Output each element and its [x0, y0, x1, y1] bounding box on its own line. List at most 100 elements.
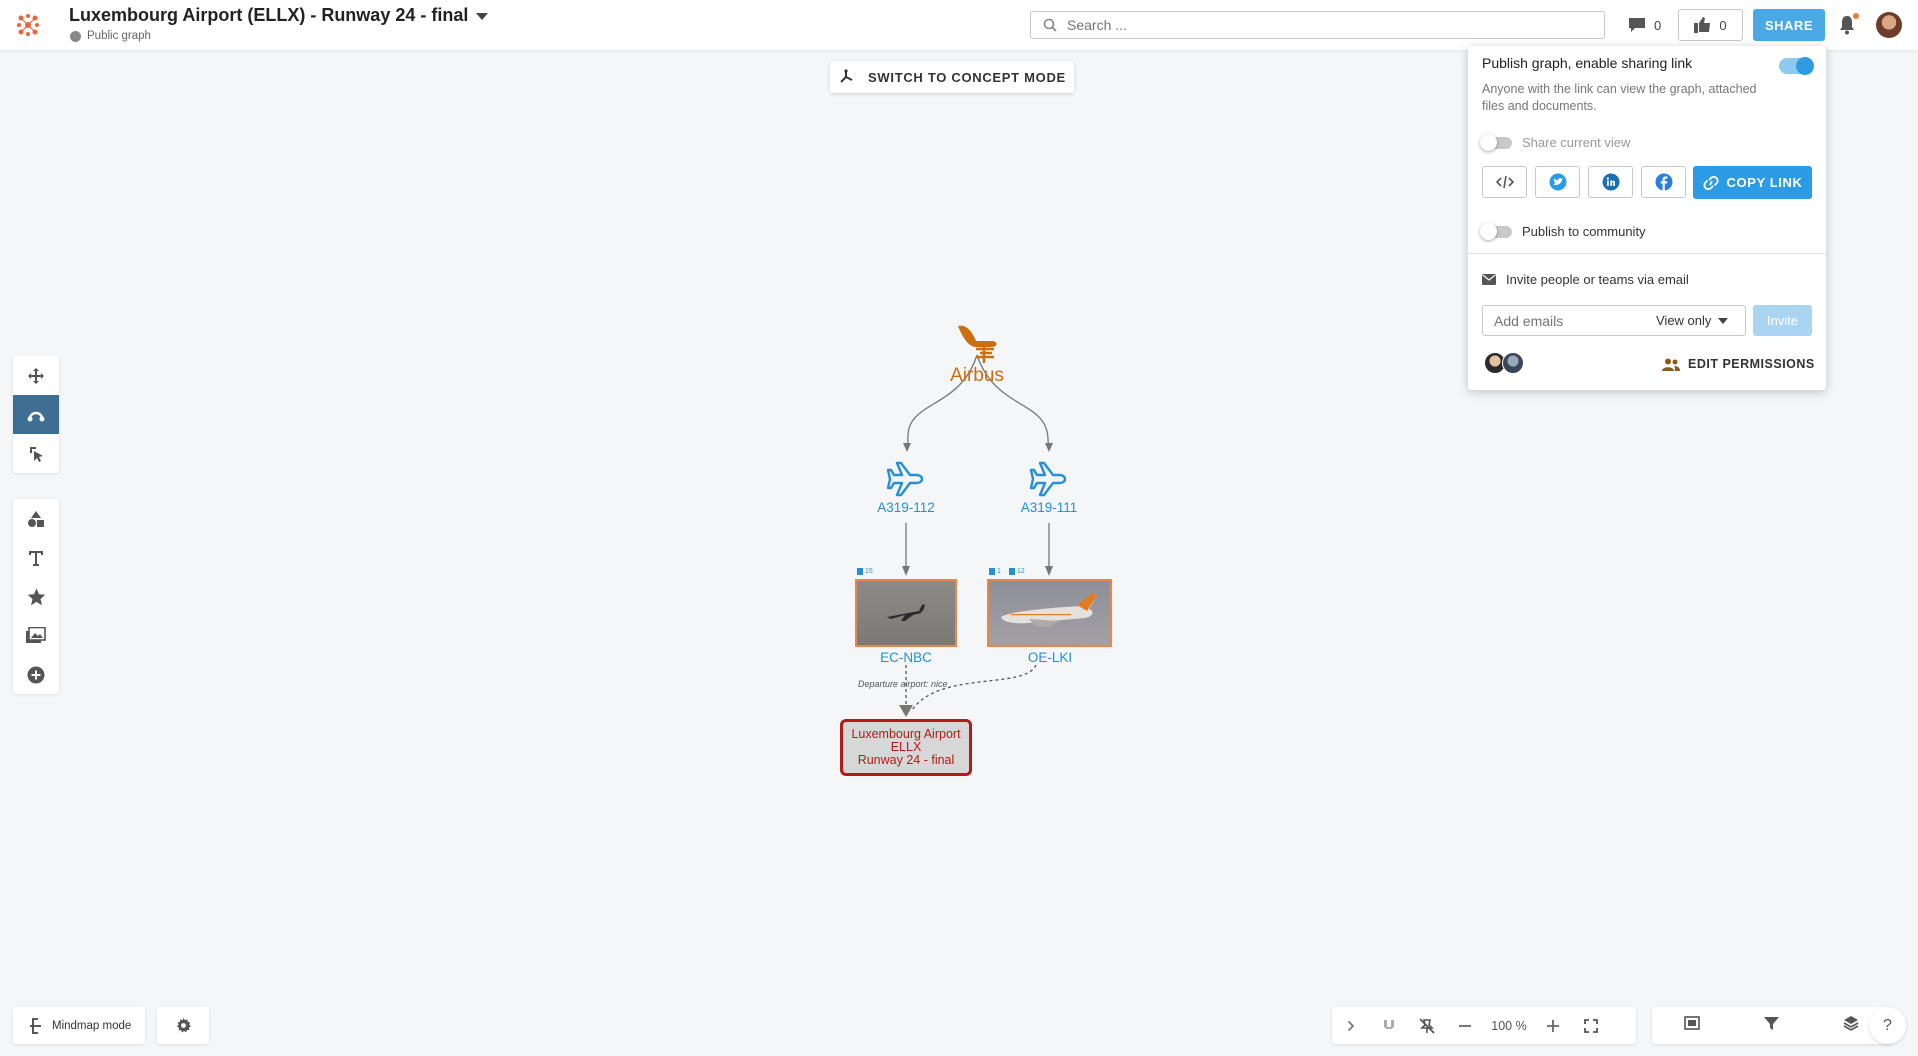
top-bar: Luxembourg Airport (ELLX) - Runway 24 - … [0, 0, 1918, 50]
embed-button[interactable] [1482, 166, 1527, 198]
invite-heading-label: Invite people or teams via email [1506, 272, 1689, 287]
zoom-toolbar: 100 % [1332, 1007, 1636, 1044]
linkedin-button[interactable] [1588, 166, 1633, 198]
thumbs-up-icon [1694, 17, 1711, 33]
edge-airbus-a319-112[interactable] [906, 354, 978, 451]
notification-dot [1853, 13, 1859, 19]
layers-button[interactable] [1843, 1015, 1859, 1036]
email-field[interactable]: View only [1482, 305, 1746, 336]
switch-concept-mode-button[interactable]: SWITCH TO CONCEPT MODE [830, 61, 1074, 93]
mindmap-mode-label: Mindmap mode [52, 1019, 132, 1032]
bell-icon[interactable] [1838, 15, 1856, 35]
graph-title-block: Luxembourg Airport (ELLX) - Runway 24 - … [69, 5, 489, 42]
image-tool[interactable] [13, 616, 59, 655]
node-airbus-label[interactable]: Airbus [950, 365, 1004, 386]
node-ec-nbc-photo[interactable] [855, 579, 957, 647]
invite-button[interactable]: Invite [1753, 305, 1812, 336]
filter-button[interactable] [1764, 1016, 1779, 1036]
people-icon [1662, 358, 1680, 371]
gear-icon [176, 1018, 191, 1033]
email-input[interactable] [1483, 312, 1653, 329]
collapse-toolbar-button[interactable] [1332, 1007, 1370, 1044]
node-oe-lki-label[interactable]: OE-LKI [1027, 650, 1073, 665]
minimap-button[interactable] [1684, 1016, 1700, 1035]
file-icon [1009, 568, 1015, 575]
plane-icon[interactable] [886, 461, 926, 497]
search-input[interactable] [1067, 17, 1567, 33]
insert-toolbar [13, 499, 59, 694]
help-button[interactable]: ? [1869, 1007, 1906, 1044]
magnet-button[interactable] [1370, 1007, 1408, 1044]
connect-tool[interactable] [13, 395, 59, 434]
select-tool[interactable] [13, 434, 59, 473]
globe-icon [70, 30, 81, 42]
chevron-right-icon [1347, 1020, 1355, 1031]
arrowhead [1045, 443, 1053, 452]
shapes-tool[interactable] [13, 499, 59, 538]
app-logo-icon[interactable] [16, 13, 40, 37]
star-icon [27, 588, 45, 605]
link-icon [1702, 175, 1719, 190]
share-button[interactable]: SHARE [1753, 9, 1825, 41]
twitter-button[interactable] [1535, 166, 1580, 198]
filter-icon [1764, 1016, 1779, 1030]
zoom-out-icon [1459, 1024, 1471, 1027]
view-toolbar [1652, 1007, 1891, 1044]
divider [1468, 253, 1826, 254]
twitter-icon [1549, 173, 1566, 191]
edge-airbus-a319-111[interactable] [976, 354, 1050, 451]
star-tool[interactable] [13, 577, 59, 616]
permission-select[interactable]: View only [1656, 313, 1729, 328]
link-badge: 1 [989, 568, 1001, 575]
avatar[interactable] [1502, 352, 1524, 374]
shapes-icon [28, 510, 44, 527]
visibility-label: Public graph [87, 30, 151, 42]
publish-toggle[interactable] [1779, 57, 1814, 75]
help-icon: ? [1883, 1016, 1892, 1034]
magnet-icon [1384, 1019, 1394, 1029]
node-a319-111-label[interactable]: A319-111 [1020, 500, 1078, 515]
likes-count: 0 [1719, 17, 1727, 33]
graph-title[interactable]: Luxembourg Airport (ELLX) - Runway 24 - … [69, 5, 489, 26]
zoom-in-button[interactable] [1534, 1007, 1572, 1044]
share-current-view-row[interactable]: Share current view [1480, 133, 1630, 151]
search-icon [1043, 18, 1057, 32]
airbus-icon[interactable] [954, 323, 1000, 367]
settings-button[interactable] [157, 1007, 209, 1044]
like-button[interactable]: 0 [1678, 9, 1743, 41]
move-tool[interactable] [13, 356, 59, 395]
mindmap-mode-button[interactable]: Mindmap mode [13, 1007, 145, 1044]
facebook-button[interactable] [1641, 166, 1686, 198]
move-icon [28, 367, 44, 384]
node-luxembourg-airport[interactable]: Luxembourg Airport ELLX Runway 24 - fina… [840, 719, 972, 776]
search-box[interactable] [1030, 11, 1605, 39]
node-ec-nbc-label[interactable]: EC-NBC [880, 650, 932, 665]
node-oe-lki-photo[interactable] [987, 579, 1112, 647]
user-avatar[interactable] [1876, 12, 1902, 38]
plane-icon[interactable] [1029, 461, 1069, 497]
copy-link-button[interactable]: COPY LINK [1693, 166, 1812, 199]
zoom-out-button[interactable] [1446, 1007, 1484, 1044]
publish-community-toggle[interactable] [1480, 222, 1512, 240]
node-a319-112-label[interactable]: A319-112 [877, 500, 935, 515]
caret-down-icon[interactable] [476, 13, 489, 20]
publish-community-label: Publish to community [1522, 224, 1646, 239]
edge-label[interactable]: Departure airport: nice [858, 679, 948, 689]
share-popover: Publish graph, enable sharing link Anyon… [1468, 46, 1826, 390]
edit-permissions-button[interactable]: EDIT PERMISSIONS [1662, 357, 1815, 371]
fullscreen-button[interactable] [1572, 1007, 1610, 1044]
add-tool[interactable] [13, 655, 59, 694]
comments-button[interactable]: 0 [1628, 11, 1661, 39]
pin-off-icon [1419, 1017, 1435, 1034]
pin-off-button[interactable] [1408, 1007, 1446, 1044]
copy-link-label: COPY LINK [1726, 175, 1803, 190]
envelope-icon [1482, 274, 1496, 285]
edge-oe-lki-result[interactable] [911, 664, 1037, 711]
aircraft-photo [887, 604, 925, 621]
publish-description: Anyone with the link can view the graph,… [1482, 82, 1757, 113]
file-count: 12 [1017, 568, 1025, 575]
publish-community-row[interactable]: Publish to community [1480, 222, 1646, 240]
share-current-view-toggle[interactable] [1480, 133, 1512, 151]
share-icons [1482, 166, 1686, 198]
text-tool[interactable] [13, 538, 59, 577]
